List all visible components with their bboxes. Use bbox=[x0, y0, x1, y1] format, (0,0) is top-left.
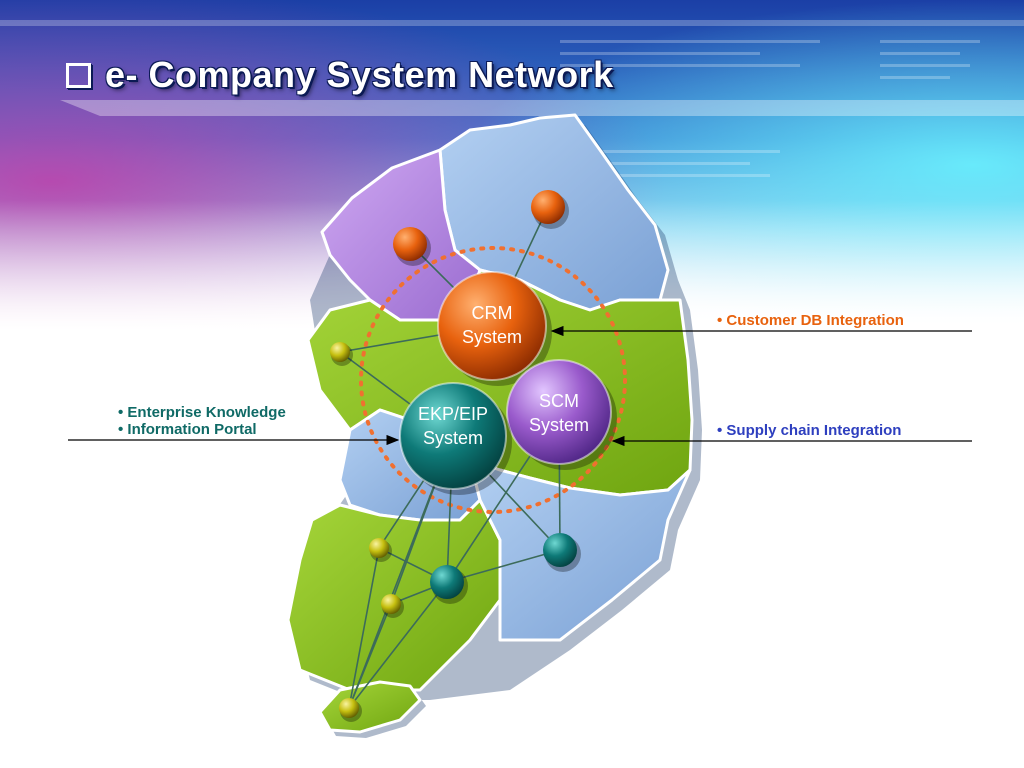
crm-annotation: • Customer DB Integration bbox=[717, 312, 904, 329]
node-teal bbox=[430, 565, 464, 599]
node-orange bbox=[393, 227, 427, 261]
background-text-texture bbox=[560, 40, 980, 177]
crm-hub-label-2: System bbox=[462, 327, 522, 347]
network-nodes bbox=[330, 190, 581, 722]
ekp-hub: EKP/EIP System bbox=[399, 382, 512, 495]
node-orange bbox=[531, 190, 565, 224]
node-yellow bbox=[339, 698, 359, 718]
ekp-hub-label: EKP/EIP bbox=[418, 404, 488, 424]
ekp-annotation: • Enterprise Knowledge • Information Por… bbox=[118, 404, 286, 438]
ekp-annotation-line-2: • Information Portal bbox=[118, 421, 257, 438]
page-title-text: e- Company System Network bbox=[105, 54, 614, 95]
scm-hub: SCM System bbox=[506, 359, 617, 470]
top-band bbox=[0, 20, 1024, 26]
ekp-annotation-line-1: • Enterprise Knowledge bbox=[118, 404, 286, 421]
ekp-hub-label-2: System bbox=[423, 428, 483, 448]
crm-hub: CRM System bbox=[437, 271, 552, 386]
checkbox-bullet-icon bbox=[66, 62, 91, 88]
scm-hub-label-2: System bbox=[529, 415, 589, 435]
scm-hub-label: SCM bbox=[539, 391, 579, 411]
title-band bbox=[60, 100, 1024, 116]
node-yellow bbox=[330, 342, 350, 362]
node-yellow bbox=[369, 538, 389, 558]
node-yellow bbox=[381, 594, 401, 614]
node-teal bbox=[543, 533, 577, 567]
scm-annotation: • Supply chain Integration bbox=[717, 422, 902, 439]
page-title: e- Company System Network bbox=[66, 54, 614, 96]
integration-ring bbox=[359, 246, 627, 514]
crm-hub-label: CRM bbox=[472, 303, 513, 323]
